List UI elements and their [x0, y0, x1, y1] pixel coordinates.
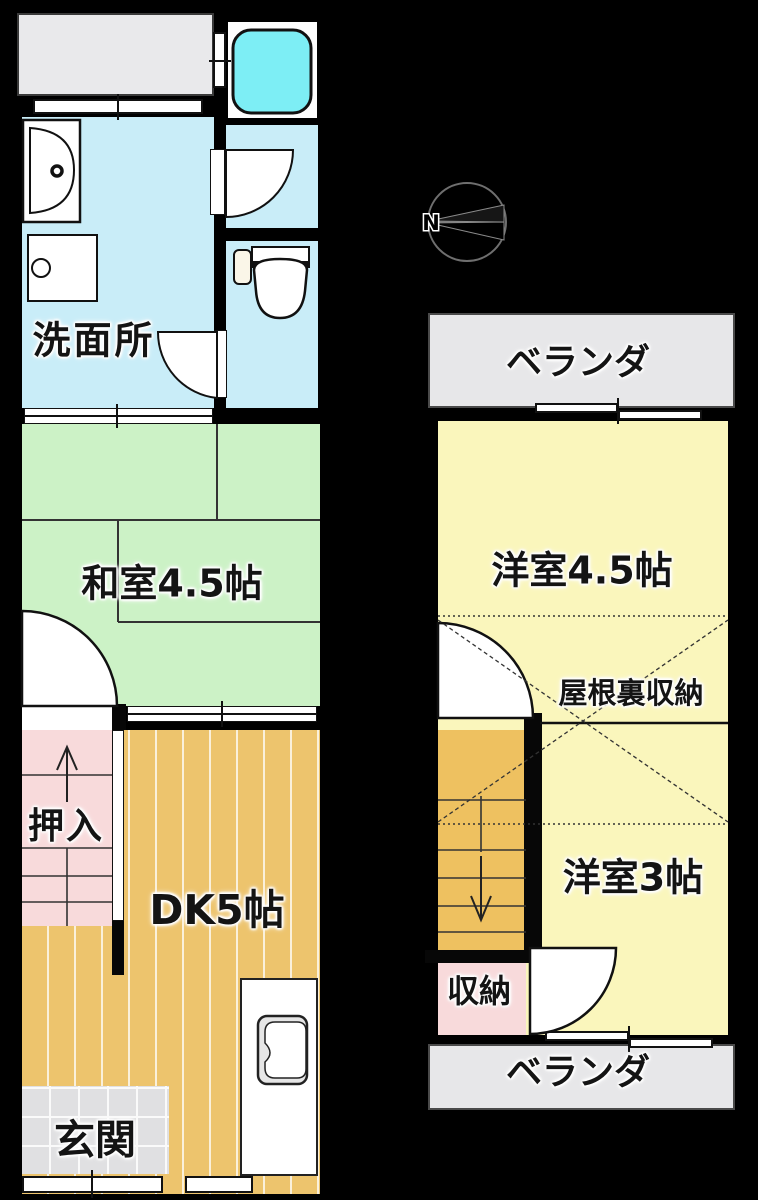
veranda-bottom-label: ベランダ — [505, 1052, 651, 1093]
bath-anteroom-area — [226, 125, 318, 228]
sliding-door-washroom-tatami-b — [24, 416, 213, 424]
kitchen-counter — [240, 978, 318, 1176]
compass-north-label: N — [422, 211, 440, 235]
sliding-door-tatami-dk-a — [127, 706, 317, 714]
window-washroom-top — [33, 99, 203, 114]
veranda-top-label: ベランダ — [505, 342, 651, 383]
attic-storage-label: 屋根裏収納 — [558, 676, 704, 710]
dk-label: DK5帖 — [149, 886, 285, 934]
window-bathroom-side — [213, 32, 226, 88]
washroom-label: 洗面所 — [32, 318, 156, 363]
entrance-door — [22, 1176, 163, 1193]
window-2f-top-right — [618, 410, 702, 420]
tatami-room-label: 和室4.5帖 — [81, 561, 263, 606]
sliding-door-washroom-tatami-a — [24, 408, 213, 416]
bathroom-area — [228, 22, 317, 118]
bay-box — [17, 13, 214, 96]
entrance-label: 玄関 — [54, 1116, 136, 1164]
closet-label: 押入 — [27, 806, 105, 847]
entrance-side-window — [185, 1176, 253, 1193]
veranda-bottom-area — [428, 1044, 735, 1110]
stairs-area-2f — [438, 730, 526, 950]
door-leaf-toilet — [214, 330, 227, 398]
storage-label: 収納 — [446, 972, 512, 1010]
western-room-45-label: 洋室4.5帖 — [491, 548, 673, 593]
window-2f-bottom-right — [629, 1038, 713, 1048]
stairs-wall-2f — [524, 713, 542, 950]
window-2f-bottom-left — [545, 1031, 629, 1041]
storage-area-2f — [438, 963, 526, 1035]
stairs-side-wall-stub — [112, 921, 124, 975]
tatami-doorway-opening — [22, 706, 112, 730]
wall-below-stairs-2f — [425, 950, 544, 963]
door-leaf-bath-anteroom — [210, 149, 225, 215]
western-room-3-label: 洋室3帖 — [562, 855, 704, 900]
compass-icon: N — [421, 182, 507, 262]
entrance-area — [22, 1086, 169, 1174]
toilet-room-area — [226, 241, 318, 408]
sliding-door-tatami-dk-b — [127, 714, 317, 722]
stairs-side-opening — [112, 730, 124, 921]
window-2f-top-left — [535, 403, 618, 413]
wall-stub-1f — [112, 704, 126, 730]
